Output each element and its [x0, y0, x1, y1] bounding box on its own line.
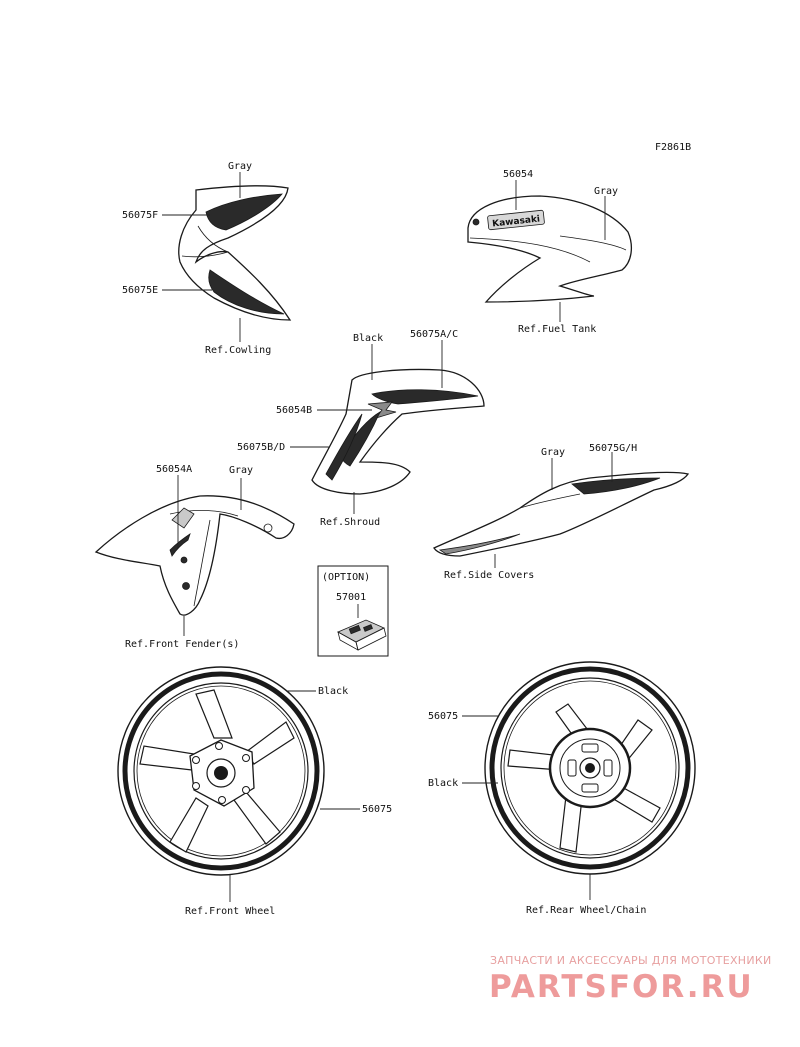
tank-part-number: 56054: [503, 169, 533, 180]
figure-code: F2861B: [655, 142, 691, 153]
side-gray-label: Gray: [541, 447, 565, 458]
cowling-gray-label: Gray: [228, 161, 252, 172]
side-ref-label: Ref.Side Covers: [444, 570, 534, 581]
watermark: ЗАПЧАСТИ И АКСЕССУАРЫ ДЛЯ МОТОТЕХНИКИ PA…: [489, 954, 772, 1005]
shroud-ref-label: Ref.Shroud: [320, 517, 380, 528]
option-box: (OPTION) 57001: [317, 565, 389, 657]
rear-wheel-part-number: 56075: [428, 711, 458, 722]
tank-logo-text: Kawasaki: [492, 215, 541, 230]
shroud-illustration: [311, 368, 485, 495]
front-wheel-illustration: [117, 666, 325, 876]
rear-wheel-illustration: [484, 661, 696, 875]
cowling-lower-part-number: 56075E: [122, 285, 158, 296]
side-part-number: 56075G/H: [589, 443, 637, 454]
fender-part-number: 56054A: [156, 464, 192, 475]
tank-ref-label: Ref.Fuel Tank: [518, 324, 596, 335]
front-wheel-part-number: 56075: [362, 804, 392, 815]
option-title: (OPTION): [322, 572, 370, 583]
option-kit-illustration: [337, 619, 387, 651]
front-fender-illustration: [94, 495, 295, 616]
shroud-part-bd: 56075B/D: [237, 442, 285, 453]
watermark-brand: PARTSFOR.RU: [489, 969, 754, 1005]
front-wheel-black-label: Black: [318, 686, 348, 697]
watermark-subtitle: ЗАПЧАСТИ И АКСЕССУАРЫ ДЛЯ МОТОТЕХНИКИ: [490, 954, 772, 967]
front-wheel-ref-label: Ref.Front Wheel: [185, 906, 275, 917]
rear-wheel-ref-label: Ref.Rear Wheel/Chain: [526, 905, 646, 916]
side-covers-illustration: [433, 471, 690, 557]
shroud-black-label: Black: [353, 333, 383, 344]
cowling-upper-part-number: 56075F: [122, 210, 158, 221]
rear-wheel-black-label: Black: [428, 778, 458, 789]
option-part-number: 57001: [336, 592, 366, 603]
fender-ref-label: Ref.Front Fender(s): [125, 639, 239, 650]
fender-gray-label: Gray: [229, 465, 253, 476]
cowling-illustration: [178, 185, 292, 321]
tank-gray-label: Gray: [594, 186, 618, 197]
shroud-part-b: 56054B: [276, 405, 312, 416]
cowling-ref-label: Ref.Cowling: [205, 345, 271, 356]
shroud-part-ac: 56075A/C: [410, 329, 458, 340]
fuel-tank-illustration: Kawasaki: [467, 195, 633, 303]
